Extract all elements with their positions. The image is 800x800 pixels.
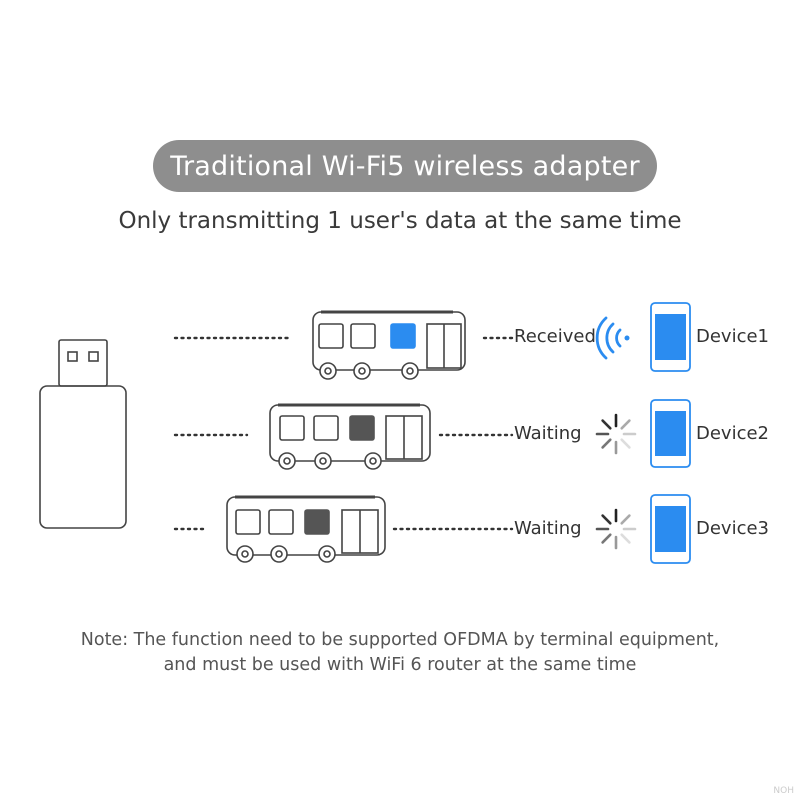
bus-2-icon <box>269 403 431 470</box>
footnote: Note: The function need to be supported … <box>0 628 800 678</box>
wifi-signal-icon <box>595 316 630 360</box>
device-label-row-3: Device3 <box>696 518 770 539</box>
loading-spinner-icon <box>595 413 637 455</box>
status-label-row-3: Waiting <box>514 518 582 539</box>
phone-icon <box>650 494 691 564</box>
dotted-connectors <box>173 336 514 531</box>
footnote-line-2: and must be used with WiFi 6 router at t… <box>163 655 637 675</box>
footnote-line-1: Note: The function need to be supported … <box>80 630 720 650</box>
usb-adapter-icon <box>39 339 127 529</box>
loading-spinner-icon <box>595 508 637 550</box>
bus-1-icon <box>312 310 466 380</box>
status-label-row-2: Waiting <box>514 423 582 444</box>
watermark: NOH <box>773 786 794 796</box>
title-text: Traditional Wi-Fi5 wireless adapter <box>170 150 640 182</box>
device-label-row-1: Device1 <box>696 326 770 347</box>
title-banner: Traditional Wi-Fi5 wireless adapter <box>153 140 657 192</box>
device-label-row-2: Device2 <box>696 423 770 444</box>
bus-3-icon <box>226 495 386 563</box>
status-label-row-1: Received <box>514 326 596 347</box>
phone-icon <box>650 302 691 372</box>
subtitle: Only transmitting 1 user's data at the s… <box>118 208 682 234</box>
phone-icon <box>650 399 691 468</box>
